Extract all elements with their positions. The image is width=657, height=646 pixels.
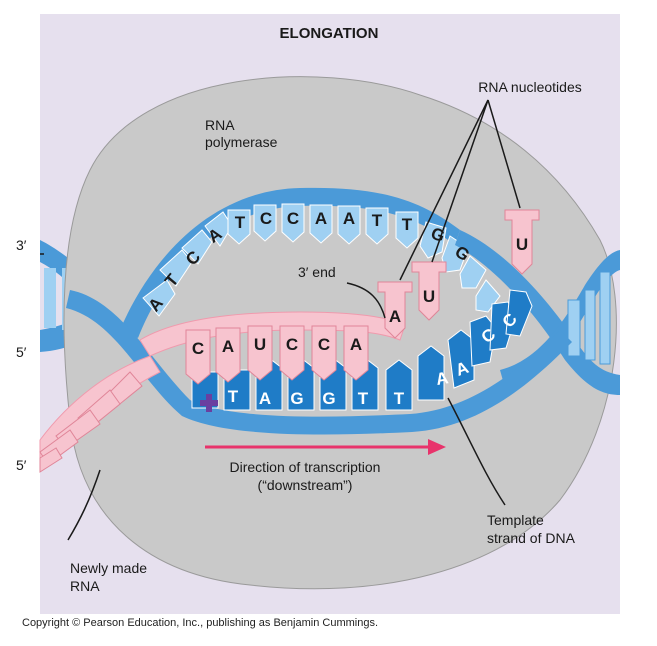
- template-label-line2: strand of DNA: [487, 530, 576, 546]
- newly-made-rna-label-line2: RNA: [70, 578, 100, 594]
- end-label-3prime: 3′: [16, 237, 27, 253]
- rna-polymerase-label-line1: RNA: [205, 117, 235, 133]
- rna-base-0: C: [192, 339, 204, 358]
- incoming-base-2: U: [516, 235, 528, 254]
- direction-label-line1: Direction of transcription: [230, 459, 381, 475]
- top-base-4: T: [235, 213, 246, 232]
- copyright-notice: Copyright © Pearson Education, Inc., pub…: [22, 617, 378, 629]
- top-base-6: C: [287, 209, 299, 228]
- incoming-base-0: A: [389, 307, 401, 326]
- incoming-bases: A U U: [389, 235, 528, 326]
- right-template-base-1: A: [453, 358, 471, 380]
- template-label-line1: Template: [487, 512, 544, 528]
- dna-top-teeth: [142, 203, 501, 317]
- rna-base-1: A: [222, 337, 234, 356]
- top-base-10: T: [402, 215, 413, 234]
- template-base-3: G: [322, 389, 335, 408]
- top-base-5: C: [260, 209, 272, 228]
- rna-strand: [139, 311, 406, 385]
- direction-arrow: [205, 439, 446, 455]
- newly-made-rna-tail: [39, 355, 161, 473]
- newly-made-rna-label-line1: Newly made: [70, 560, 147, 576]
- template-base-4: T: [358, 389, 369, 408]
- rna-base-5: A: [350, 335, 362, 354]
- direction-label-line2: (“downstream”): [258, 477, 353, 493]
- rna-nucleotides-label: RNA nucleotides: [478, 79, 582, 95]
- rna-base-3: C: [286, 335, 298, 354]
- callout-lines: [40, 99, 521, 541]
- dna-right-tail: [455, 230, 620, 395]
- top-base-9: T: [372, 211, 383, 230]
- right-template-base-0: A: [434, 368, 449, 389]
- template-base-2: G: [290, 389, 303, 408]
- diagram-title: ELONGATION: [280, 25, 379, 42]
- incoming-nucleotides: [377, 209, 540, 339]
- end-label-5prime-low: 5′: [16, 457, 27, 473]
- top-base-7: A: [315, 209, 327, 228]
- dna-top-backbone: [120, 187, 460, 338]
- template-base-1: A: [259, 389, 271, 408]
- top-base-8: A: [343, 209, 355, 228]
- template-base-0: T: [228, 387, 239, 406]
- incoming-base-1: U: [423, 287, 435, 306]
- rna-base-4: C: [318, 335, 330, 354]
- plus-icon: [200, 394, 218, 412]
- top-base-11: G: [428, 224, 447, 246]
- rna-polymerase-label-line2: polymerase: [205, 134, 278, 150]
- template-base-5: T: [394, 389, 405, 408]
- rna-base-2: U: [254, 335, 266, 354]
- three-prime-end-label: 3′ end: [298, 264, 336, 280]
- end-label-5prime-mid: 5′: [16, 344, 27, 360]
